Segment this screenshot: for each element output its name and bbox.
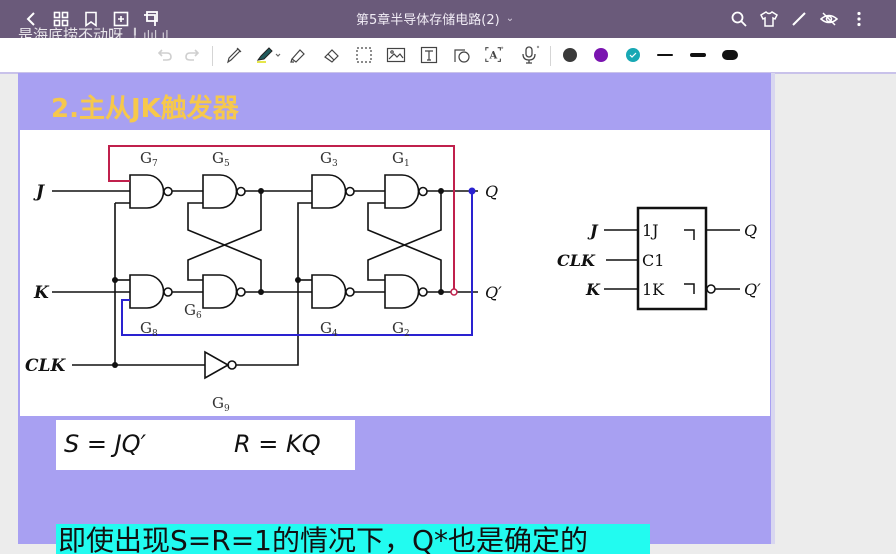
highlight-note: 即使出现S=R=1的情况下，Q*也是确定的 [56, 524, 650, 554]
symbol-input-clk: CLK [557, 251, 596, 270]
top-right-icons [730, 9, 868, 29]
stroke-width-thin[interactable] [655, 45, 675, 65]
input-label-k: K [33, 283, 50, 303]
text-recognition-icon[interactable]: A [484, 45, 504, 65]
toolbar-divider [550, 46, 551, 66]
chevron-down-icon: ⌄ [505, 13, 515, 24]
pen-tool-icon[interactable] [224, 45, 244, 65]
color-swatch-dark-gray[interactable] [560, 45, 580, 65]
add-page-icon[interactable] [112, 10, 130, 28]
input-label-j: J [33, 182, 45, 202]
svg-text:G7: G7 [140, 149, 158, 169]
svg-text:A: A [488, 51, 497, 62]
page-edge [771, 73, 775, 544]
formula-r: R = KQ [234, 430, 321, 458]
qn-feedback-wire [108, 145, 455, 292]
eye-off-icon[interactable] [820, 10, 838, 28]
lasso-select-icon[interactable] [354, 45, 374, 65]
formula-s: S = JQ′ [64, 430, 147, 458]
more-vertical-icon[interactable] [850, 10, 868, 28]
svg-text:G5: G5 [212, 149, 230, 169]
slide-page: 2.主从JK触发器 [18, 73, 771, 554]
svg-text:G9: G9 [212, 394, 230, 414]
pen-icon[interactable] [790, 10, 808, 28]
grid-icon[interactable] [52, 10, 70, 28]
document-title-dropdown[interactable]: 第5章半导体存储电路(2) ⌄ [356, 9, 514, 28]
slide-title: 2.主从JK触发器 [51, 94, 239, 124]
pin-1j: 1J [642, 221, 659, 240]
pin-c1: C1 [642, 251, 664, 270]
svg-text:G1: G1 [392, 149, 410, 169]
svg-text:G4: G4 [320, 319, 338, 339]
circuit-figure: J K CLK Q Q′ G7 G5 G3 G1 G8 G6 G4 G2 G9 [20, 130, 770, 416]
stroke-width-thick[interactable] [720, 45, 740, 65]
marker-icon[interactable] [288, 45, 308, 65]
symbol-input-k: K [585, 280, 601, 299]
stroke-width-medium[interactable] [688, 45, 708, 65]
pin-1k: 1K [642, 280, 665, 299]
highlighter-icon[interactable] [256, 45, 284, 65]
svg-text:G3: G3 [320, 149, 338, 169]
shape-icon[interactable] [452, 45, 472, 65]
back-icon[interactable] [22, 10, 40, 28]
input-label-clk: CLK [25, 356, 66, 376]
color-swatch-teal-selected[interactable] [623, 45, 643, 65]
undo-icon[interactable] [155, 45, 175, 65]
symbol-input-j: J [587, 221, 599, 240]
svg-text:G6: G6 [184, 301, 202, 321]
redo-icon[interactable] [182, 45, 202, 65]
image-icon[interactable] [386, 45, 406, 65]
color-swatch-purple[interactable] [591, 45, 611, 65]
toolbar-divider [212, 46, 213, 66]
jk-flipflop-symbol: J CLK K 1J C1 1K Q Q′ [557, 206, 761, 311]
svg-text:G2: G2 [392, 319, 410, 339]
search-icon[interactable] [730, 10, 748, 28]
master-slave-jk-circuit: J K CLK Q Q′ G7 G5 G3 G1 G8 G6 G4 G2 G9 [25, 145, 761, 414]
symbol-output-qn: Q′ [744, 280, 761, 299]
microphone-icon[interactable] [520, 45, 540, 65]
formula-box: S = JQ′ R = KQ [56, 420, 355, 470]
svg-text:G8: G8 [140, 319, 158, 339]
output-label-qn: Q′ [485, 283, 502, 302]
shirt-icon[interactable] [760, 10, 778, 28]
annotation-toolbar: A [0, 38, 896, 74]
bookmark-icon[interactable] [82, 10, 100, 28]
symbol-output-q: Q [744, 221, 757, 240]
output-label-q: Q [485, 182, 498, 201]
crop-icon[interactable] [142, 10, 160, 28]
document-title: 第5章半导体存储电路(2) [356, 13, 500, 28]
eraser-icon[interactable] [322, 45, 342, 65]
text-box-icon[interactable] [419, 45, 439, 65]
top-bar: 第5章半导体存储电路(2) ⌄ 是海底捞不动呀╿.ılıl.ıl [0, 0, 896, 44]
top-left-icons [22, 9, 160, 29]
q-feedback-wire [121, 191, 473, 336]
